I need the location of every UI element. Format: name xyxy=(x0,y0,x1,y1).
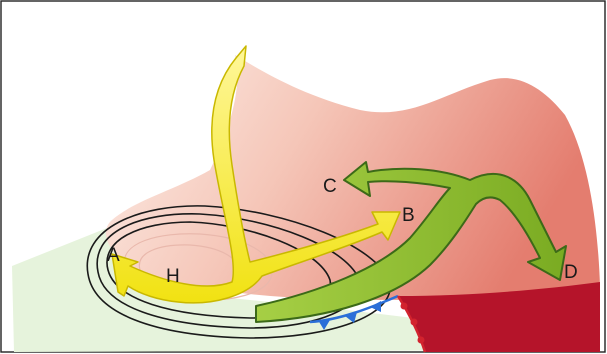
label-a: A xyxy=(107,245,120,266)
label-h: H xyxy=(166,266,180,287)
label-d: D xyxy=(564,262,578,283)
label-b: B xyxy=(402,205,415,226)
label-c: C xyxy=(323,176,337,197)
